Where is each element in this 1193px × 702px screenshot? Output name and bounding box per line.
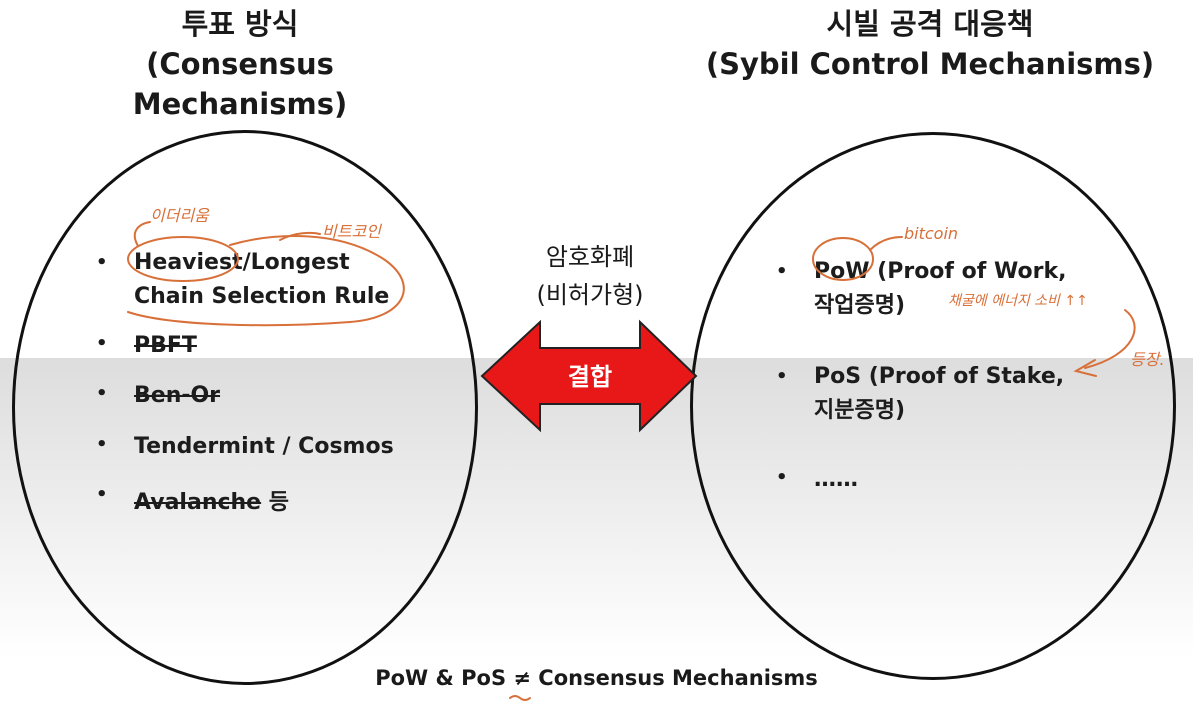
annotation-ethereum: 이더리움 <box>150 206 209 225</box>
combine-label: 결합 <box>567 363 613 391</box>
bullet: • <box>776 261 788 282</box>
heaviest-line1: Heaviest/Longest <box>134 250 350 275</box>
bullet: • <box>96 252 108 273</box>
list-item-etc: • …… <box>776 467 858 492</box>
sybil-title: 시빌 공격 대응책 (Sybil Control Mechanisms) <box>700 4 1160 84</box>
bullet: • <box>776 366 788 387</box>
crypto-label-line1: 암호화폐 <box>545 243 635 271</box>
pos-line1: PoS (Proof of Stake, <box>814 364 1065 389</box>
avalanche-text: Avalanche <box>134 490 262 515</box>
pow-line2: 작업증명) <box>814 293 906 318</box>
list-item-pow: • PoW (Proof of Work, 작업증명) <box>776 255 1067 323</box>
bullet: • <box>96 484 108 505</box>
heaviest-line2: Chain Selection Rule <box>134 284 390 309</box>
crypto-label-line2: (비허가형) <box>536 281 644 309</box>
handwritten-marks <box>127 221 1136 701</box>
annotation-emerged: 등장. <box>1130 350 1165 369</box>
footer-caption: PoW & PoS ≠ Consensus Mechanisms <box>375 666 818 690</box>
sybil-title-korean: 시빌 공격 대응책 <box>826 7 1034 41</box>
list-item-pos: • PoS (Proof of Stake, 지분증명) <box>776 360 1065 428</box>
list-item-heaviest: • Heaviest/Longest Chain Selection Rule <box>96 246 390 314</box>
pos-line2: 지분증명) <box>814 398 906 423</box>
emerged-arrowhead <box>1073 359 1097 377</box>
bullet: • <box>96 383 108 404</box>
consensus-ellipse <box>12 130 478 685</box>
consensus-title-korean: 투표 방식 <box>181 7 299 41</box>
pbft-text: PBFT <box>134 333 197 358</box>
neq-underline <box>509 695 531 701</box>
annotation-energy: 채굴에 에너지 소비 ↑↑ <box>948 293 1088 309</box>
annotation-bitcoin-kr: 비트코인 <box>322 222 381 241</box>
list-item-avalanche: • Avalanche 등 <box>96 484 290 516</box>
benor-text: Ben-Or <box>134 383 221 408</box>
ethereum-circle <box>127 236 239 282</box>
crypto-label: 암호화폐 (비허가형) <box>500 238 680 314</box>
pow-circle <box>812 237 874 281</box>
pow-line1: PoW (Proof of Work, <box>814 259 1067 284</box>
etc-text: …… <box>814 467 858 492</box>
emerged-arrow <box>1084 309 1136 369</box>
list-item-tendermint: • Tendermint / Cosmos <box>96 434 394 459</box>
pow-hook <box>869 236 903 251</box>
avalanche-suffix: 등 <box>261 490 290 515</box>
sybil-title-english: (Sybil Control Mechanisms) <box>705 47 1155 81</box>
bitcoin-loop <box>127 235 405 327</box>
tendermint-text: Tendermint / Cosmos <box>134 434 394 459</box>
bullet: • <box>96 434 108 455</box>
annotation-bitcoin-en: bitcoin <box>904 224 959 243</box>
list-item-pbft: • PBFT <box>96 333 197 358</box>
ethereum-hook <box>133 221 151 247</box>
list-item-benor: • Ben-Or <box>96 383 221 408</box>
bullet: • <box>96 333 108 354</box>
bitcoin-kr-hook <box>279 231 321 241</box>
sybil-ellipse <box>690 132 1176 680</box>
double-arrow-icon <box>480 319 698 433</box>
consensus-title-english: (Consensus Mechanisms) <box>132 47 348 121</box>
bullet: • <box>776 467 788 488</box>
consensus-title: 투표 방식 (Consensus Mechanisms) <box>40 4 440 124</box>
